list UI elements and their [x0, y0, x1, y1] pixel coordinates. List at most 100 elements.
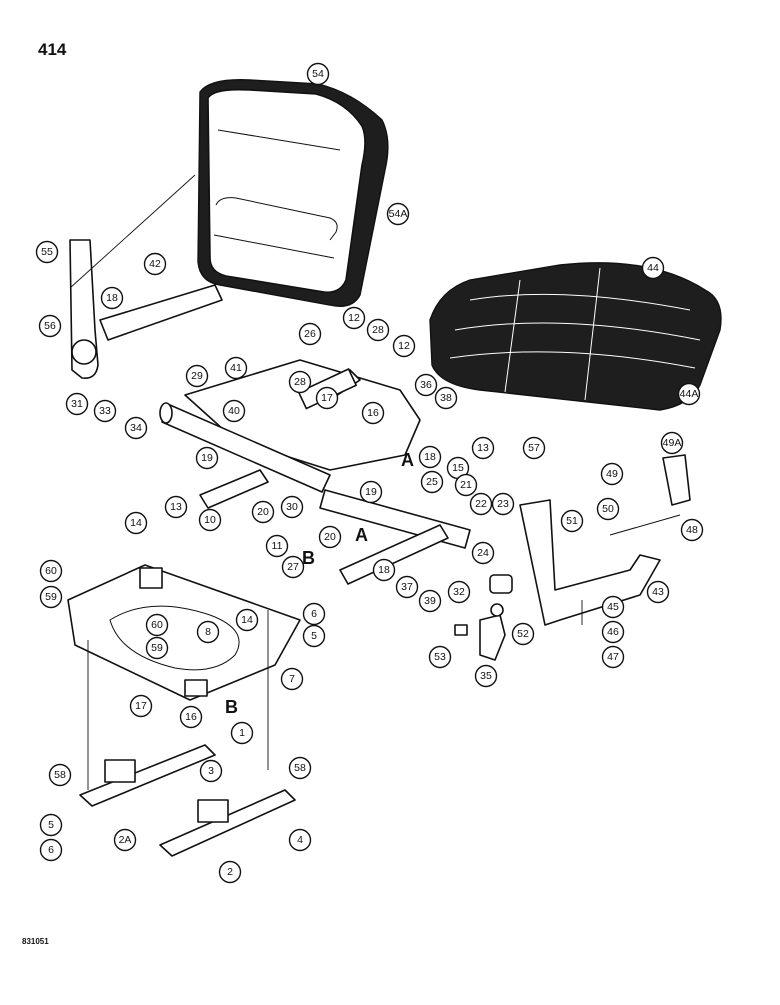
svg-text:15: 15 [452, 462, 464, 474]
svg-text:46: 46 [607, 626, 619, 638]
svg-text:22: 22 [475, 498, 487, 510]
callout: 18 [418, 445, 442, 469]
reference-letters: A A B B [225, 450, 414, 717]
svg-text:53: 53 [434, 651, 446, 663]
svg-text:17: 17 [135, 700, 147, 712]
svg-text:20: 20 [324, 531, 336, 543]
callout: 35 [474, 664, 498, 688]
svg-text:13: 13 [170, 501, 182, 513]
slide-rails [79, 744, 296, 857]
callout: 6 [39, 838, 63, 862]
callout: 25 [420, 470, 444, 494]
callout: 18 [100, 286, 124, 310]
callout: 58 [288, 756, 312, 780]
callout: 7 [280, 667, 304, 691]
svg-text:10: 10 [204, 514, 216, 526]
lower-tube [199, 469, 471, 585]
callout: 28 [288, 370, 312, 394]
reference-letter: A [401, 450, 414, 470]
svg-text:18: 18 [106, 292, 118, 304]
callouts: 54 54A 55 42 18 44 56 26 12 28 12 31 33 … [35, 62, 704, 884]
svg-text:44A: 44A [680, 388, 699, 400]
svg-text:45: 45 [607, 601, 619, 613]
callout: 40 [222, 399, 246, 423]
svg-text:59: 59 [45, 591, 57, 603]
callout: 44A [677, 382, 701, 406]
callout: 4 [288, 828, 312, 852]
callout: 26 [298, 322, 322, 346]
svg-text:50: 50 [602, 503, 614, 515]
svg-text:1: 1 [239, 727, 245, 739]
svg-text:17: 17 [321, 392, 333, 404]
figure-code: 831051 [22, 937, 49, 946]
svg-text:16: 16 [367, 407, 379, 419]
svg-text:21: 21 [460, 479, 472, 491]
callout: 19 [359, 480, 383, 504]
svg-text:49A: 49A [663, 437, 682, 449]
svg-text:36: 36 [420, 379, 432, 391]
reference-letter: B [302, 548, 315, 568]
svg-text:59: 59 [151, 642, 163, 654]
callout: 49 [600, 462, 624, 486]
callout: 46 [601, 620, 625, 644]
svg-text:19: 19 [201, 452, 213, 464]
callout: 41 [224, 356, 248, 380]
callout: 6 [302, 602, 326, 626]
callout: 45 [601, 595, 625, 619]
svg-text:5: 5 [48, 819, 54, 831]
svg-text:43: 43 [652, 586, 664, 598]
callout: 53 [428, 645, 452, 669]
svg-text:44: 44 [647, 262, 659, 274]
svg-text:23: 23 [497, 498, 509, 510]
callout: 5 [302, 624, 326, 648]
page-number: 414 [38, 40, 67, 59]
svg-text:40: 40 [228, 405, 240, 417]
svg-text:39: 39 [424, 595, 436, 607]
callout: 2 [218, 860, 242, 884]
svg-text:58: 58 [294, 762, 306, 774]
callout: 50 [596, 497, 620, 521]
svg-text:3: 3 [208, 765, 214, 777]
svg-text:7: 7 [289, 673, 295, 685]
callout: 20 [251, 500, 275, 524]
callout: 33 [93, 399, 117, 423]
callout: 13 [471, 436, 495, 460]
callout: 16 [361, 401, 385, 425]
svg-text:24: 24 [477, 547, 489, 559]
svg-text:37: 37 [401, 581, 413, 593]
callout: 1 [230, 721, 254, 745]
svg-text:28: 28 [372, 324, 384, 336]
callout: 49A [660, 431, 684, 455]
callout: 16 [179, 705, 203, 729]
svg-text:47: 47 [607, 651, 619, 663]
callout: 56 [38, 314, 62, 338]
svg-text:60: 60 [151, 619, 163, 631]
svg-text:30: 30 [286, 501, 298, 513]
callout: 11 [265, 534, 289, 558]
callout: 44 [641, 256, 665, 280]
callout: 5 [39, 813, 63, 837]
callout: 34 [124, 416, 148, 440]
callout: 17 [315, 386, 339, 410]
svg-text:28: 28 [294, 376, 306, 388]
back-support-bracket [69, 239, 223, 380]
adjust-lever [454, 574, 513, 661]
pivot-tube [159, 402, 331, 493]
callout: 30 [280, 495, 304, 519]
seat-cushion [429, 262, 722, 411]
seat-back-cushion [197, 79, 389, 307]
callout: 10 [198, 508, 222, 532]
callout: 55 [35, 240, 59, 264]
callout: 23 [491, 492, 515, 516]
svg-text:48: 48 [686, 524, 698, 536]
svg-text:18: 18 [378, 564, 390, 576]
svg-text:29: 29 [191, 370, 203, 382]
svg-text:42: 42 [149, 258, 161, 270]
svg-text:18: 18 [424, 451, 436, 463]
assembly-lines [69, 174, 583, 790]
svg-text:57: 57 [528, 442, 540, 454]
svg-text:60: 60 [45, 565, 57, 577]
svg-text:13: 13 [477, 442, 489, 454]
reference-letter: A [355, 525, 368, 545]
